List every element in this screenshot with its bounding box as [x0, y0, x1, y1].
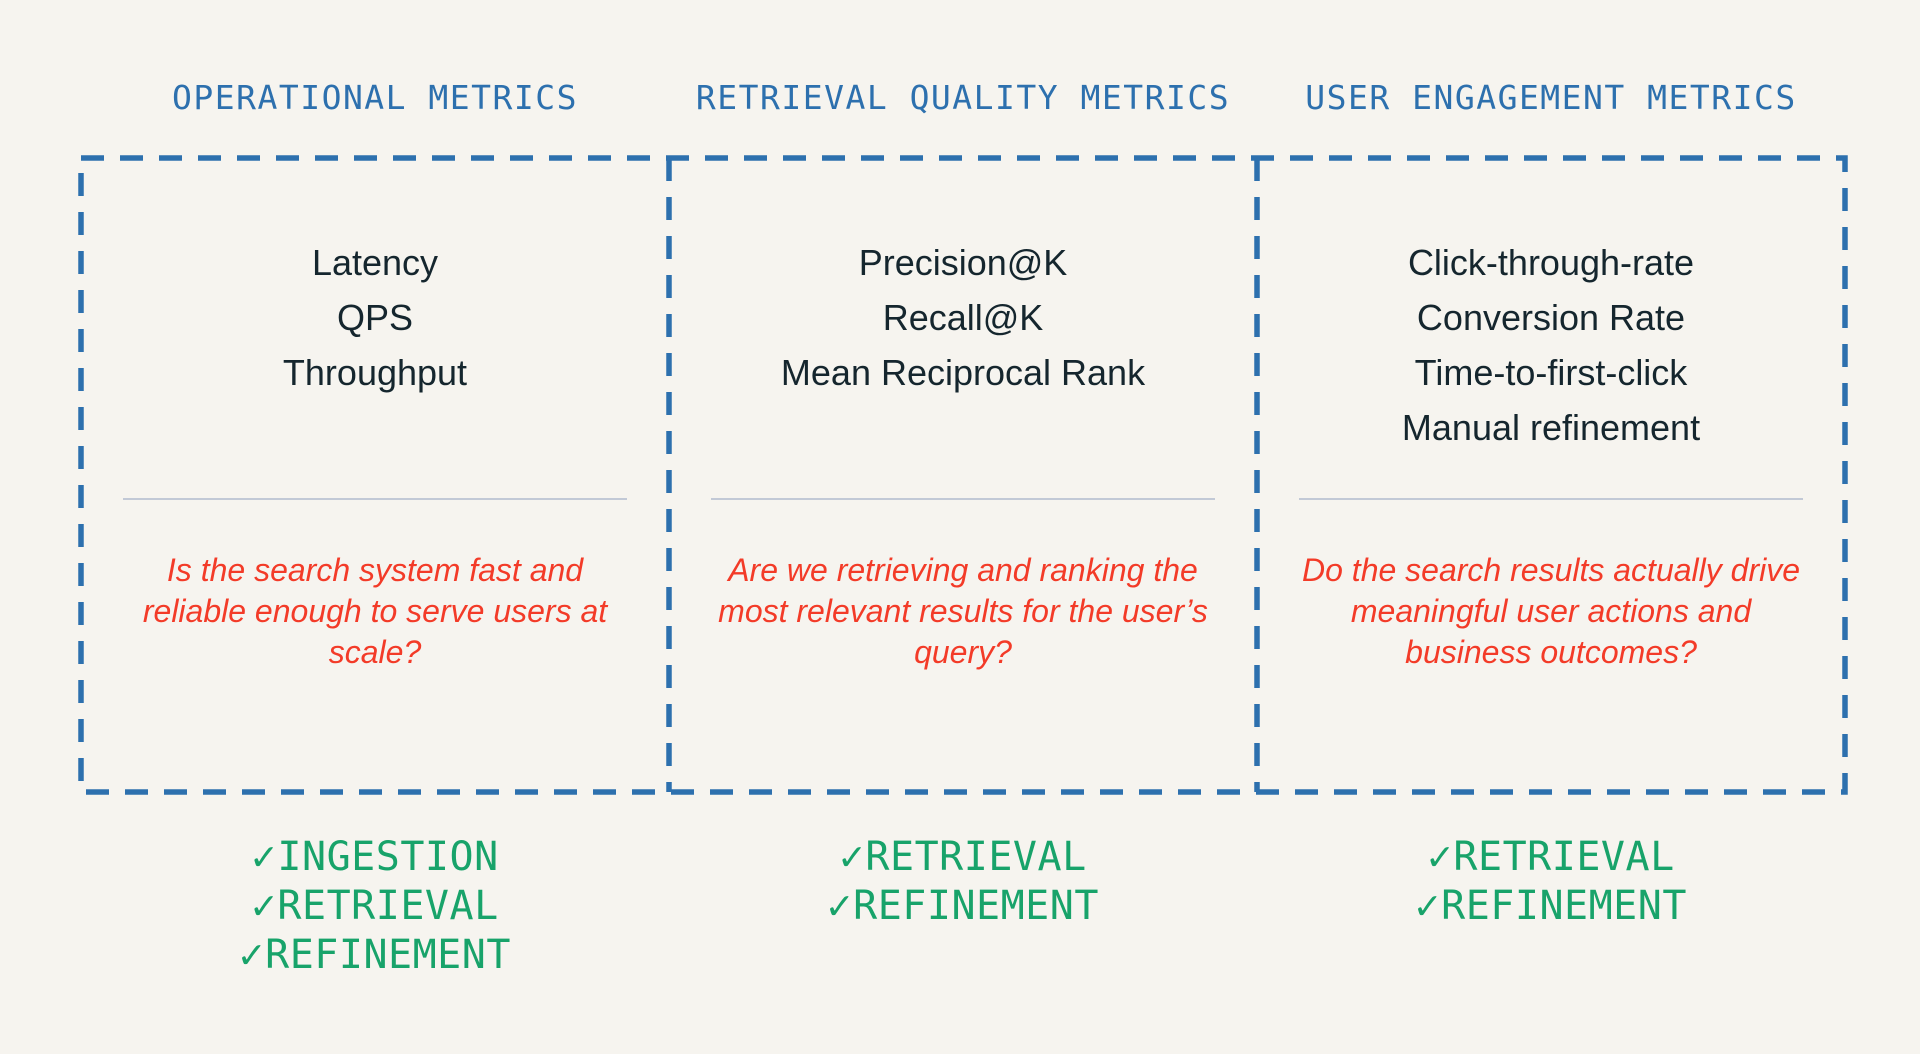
stage-item: ✓RETRIEVAL — [81, 881, 669, 930]
stage-list-retrieval-quality: ✓RETRIEVAL ✓REFINEMENT — [669, 832, 1257, 979]
stage-list-user-engagement: ✓RETRIEVAL ✓REFINEMENT — [1257, 832, 1845, 979]
divider-line — [1299, 498, 1803, 500]
stage-item: ✓REFINEMENT — [81, 930, 669, 979]
metric-list: Precision@K Recall@K Mean Reciprocal Ran… — [669, 235, 1257, 400]
check-icon: ✓ — [251, 832, 277, 880]
stage-item: ✓REFINEMENT — [1257, 881, 1845, 930]
column-headers-row: OPERATIONAL METRICS RETRIEVAL QUALITY ME… — [81, 76, 1845, 120]
divider-line — [711, 498, 1215, 500]
stage-label: REFINEMENT — [853, 883, 1099, 929]
column-retrieval-quality: Precision@K Recall@K Mean Reciprocal Ran… — [669, 158, 1257, 791]
stage-item: ✓RETRIEVAL — [1257, 832, 1845, 881]
metric-item: Latency — [311, 242, 439, 283]
stage-label: RETRIEVAL — [1453, 834, 1675, 880]
metric-item: Manual refinement — [1401, 407, 1701, 448]
check-icon: ✓ — [1415, 881, 1441, 929]
metric-item: Precision@K — [858, 242, 1068, 283]
metric-item: Throughput — [282, 352, 468, 393]
check-icon: ✓ — [251, 881, 277, 929]
stage-list-operational: ✓INGESTION ✓RETRIEVAL ✓REFINEMENT — [81, 832, 669, 979]
stage-label: REFINEMENT — [1441, 883, 1687, 929]
metric-item: Recall@K — [882, 297, 1044, 338]
stage-item: ✓INGESTION — [81, 832, 669, 881]
metric-item: Time-to-first-click — [1414, 352, 1688, 393]
metric-list: Click-through-rate Conversion Rate Time-… — [1257, 235, 1845, 455]
columns-container: Latency QPS Throughput Is the search sys… — [81, 158, 1845, 791]
stage-label: INGESTION — [277, 834, 499, 880]
header-retrieval-quality-metrics: RETRIEVAL QUALITY METRICS — [695, 78, 1231, 117]
header-operational-metrics: OPERATIONAL METRICS — [172, 78, 578, 117]
stage-checklists-row: ✓INGESTION ✓RETRIEVAL ✓REFINEMENT ✓RETRI… — [81, 832, 1845, 979]
stage-label: REFINEMENT — [265, 932, 511, 978]
header-user-engagement-metrics: USER ENGAGEMENT METRICS — [1305, 78, 1797, 117]
check-icon: ✓ — [827, 881, 853, 929]
guiding-question: Is the search system fast and reliable e… — [142, 552, 608, 670]
column-operational: Latency QPS Throughput Is the search sys… — [81, 158, 669, 791]
check-icon: ✓ — [239, 930, 265, 978]
stage-label: RETRIEVAL — [865, 834, 1087, 880]
check-icon: ✓ — [1427, 832, 1453, 880]
stage-item: ✓REFINEMENT — [669, 881, 1257, 930]
metric-item: Mean Reciprocal Rank — [780, 352, 1146, 393]
metric-item: Click-through-rate — [1407, 242, 1695, 283]
metric-list: Latency QPS Throughput — [81, 235, 669, 400]
divider-line — [123, 498, 627, 500]
dashed-border-box — [78, 155, 1848, 795]
stage-label: RETRIEVAL — [277, 883, 499, 929]
guiding-question: Are we retrieving and ranking the most r… — [718, 552, 1208, 670]
guiding-question: Do the search results actually drive mea… — [1302, 552, 1800, 670]
metric-item: Conversion Rate — [1416, 297, 1686, 338]
stage-item: ✓RETRIEVAL — [669, 832, 1257, 881]
column-user-engagement: Click-through-rate Conversion Rate Time-… — [1257, 158, 1845, 791]
check-icon: ✓ — [839, 832, 865, 880]
metric-item: QPS — [336, 297, 414, 338]
